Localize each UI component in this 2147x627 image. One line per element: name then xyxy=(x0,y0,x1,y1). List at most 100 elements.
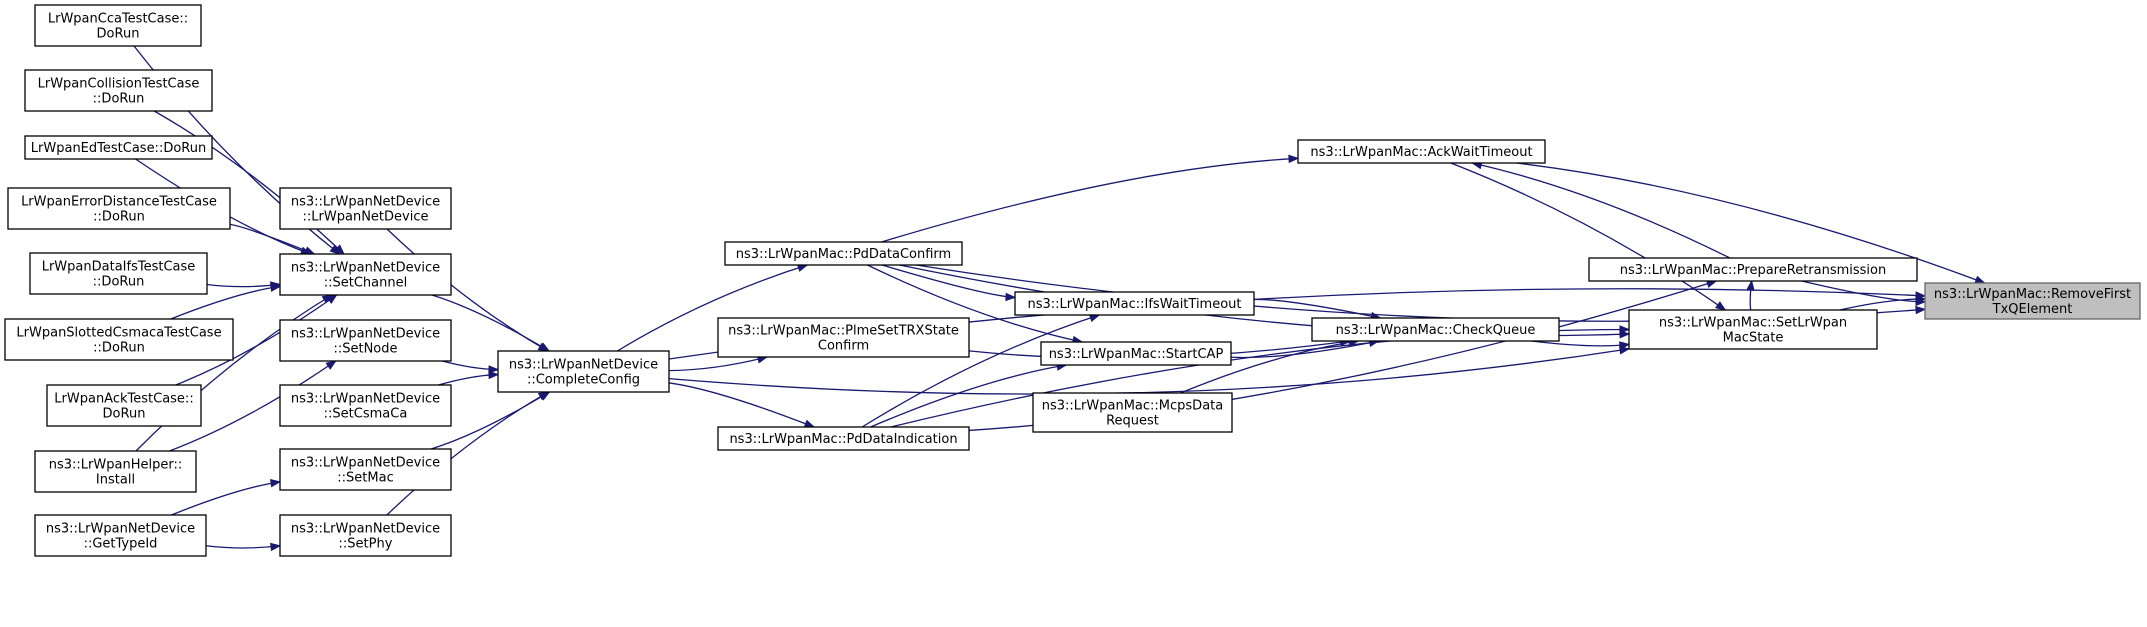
node-label: LrWpanSlottedCsmacaTestCase xyxy=(16,326,221,341)
node-box xyxy=(34,4,202,47)
node-ack[interactable]: LrWpanAckTestCase::DoRun xyxy=(46,384,202,427)
node-label: ::SetChannel xyxy=(324,276,407,291)
arrowhead xyxy=(303,246,316,255)
node-box xyxy=(279,187,452,230)
edge-gettypeid-to-setphy xyxy=(205,542,282,552)
node-slotted[interactable]: LrWpanSlottedCsmacaTestCase::DoRun xyxy=(4,318,234,361)
edge-line xyxy=(1253,298,1381,319)
arrowhead xyxy=(1915,291,1927,300)
node-startcap[interactable]: ns3::LrWpanMac::StartCAP xyxy=(1040,341,1232,366)
node-label: ns3::LrWpanNetDevice xyxy=(291,392,440,407)
node-ackwait[interactable]: ns3::LrWpanMac::AckWaitTimeout xyxy=(1297,139,1546,164)
node-label: ns3::LrWpanMac::CheckQueue xyxy=(1336,323,1536,338)
node-box xyxy=(497,350,670,393)
node-collision[interactable]: LrWpanCollisionTestCase::DoRun xyxy=(24,69,213,112)
node-ed[interactable]: LrWpanEdTestCase::DoRun xyxy=(24,135,213,160)
node-label: ::GetTypeId xyxy=(84,537,158,552)
node-label: ns3::LrWpanMac::PdDataConfirm xyxy=(736,247,951,262)
node-helper[interactable]: ns3::LrWpanHelper::Install xyxy=(34,450,197,493)
edge-setstate-to-prepretx xyxy=(1746,279,1755,311)
node-ndctor[interactable]: ns3::LrWpanNetDevice::LrWpanNetDevice xyxy=(279,187,452,230)
node-box xyxy=(724,241,963,266)
node-box xyxy=(717,426,970,451)
node-label: ns3::LrWpanNetDevice xyxy=(291,456,440,471)
arrowhead xyxy=(1974,275,1986,284)
node-setchannel[interactable]: ns3::LrWpanNetDevice::SetChannel xyxy=(279,253,452,296)
node-setnode[interactable]: ns3::LrWpanNetDevice::SetNode xyxy=(279,319,452,362)
edge-collision-to-setchannel xyxy=(153,110,345,255)
edge-line xyxy=(668,356,768,372)
node-label: ::LrWpanNetDevice xyxy=(303,210,429,225)
node-box xyxy=(279,448,452,491)
node-setcsmaca[interactable]: ns3::LrWpanNetDevice::SetCsmaCa xyxy=(279,384,452,427)
node-label: Install xyxy=(96,473,135,488)
node-setmac[interactable]: ns3::LrWpanNetDevice::SetMac xyxy=(279,448,452,491)
node-setphy[interactable]: ns3::LrWpanNetDevice::SetPhy xyxy=(279,514,452,557)
edge-pddataconf-to-ifswait xyxy=(881,264,1017,302)
arrowhead xyxy=(325,360,337,370)
node-completecfg[interactable]: ns3::LrWpanNetDevice::CompleteConfig xyxy=(497,350,670,393)
node-label: LrWpanEdTestCase::DoRun xyxy=(31,141,206,156)
arrowhead xyxy=(1005,292,1017,302)
edge-line xyxy=(890,328,1630,428)
node-checkq[interactable]: ns3::LrWpanMac::CheckQueue xyxy=(1311,317,1560,342)
node-pddataconf[interactable]: ns3::LrWpanMac::PdDataConfirm xyxy=(724,241,963,266)
edge-checkq-to-setstate xyxy=(1531,340,1631,350)
arrowhead xyxy=(1618,346,1631,355)
edge-completecfg-to-setstate xyxy=(668,346,1631,395)
edge-line xyxy=(386,391,549,516)
node-ifswait[interactable]: ns3::LrWpanMac::IfsWaitTimeout xyxy=(1014,291,1255,316)
node-box xyxy=(1014,291,1255,316)
node-label: ::DoRun xyxy=(93,92,145,107)
node-label: DoRun xyxy=(103,407,146,422)
node-label: Confirm xyxy=(818,339,869,354)
node-box xyxy=(717,317,970,358)
edge-line xyxy=(135,294,333,452)
edge-line xyxy=(616,264,808,352)
arrowhead xyxy=(488,370,500,380)
edge-line xyxy=(867,264,1083,343)
edge-ackwait-to-setstate xyxy=(1450,162,1727,311)
node-label: ::CompleteConfig xyxy=(527,373,640,388)
node-label: ns3::LrWpanNetDevice xyxy=(291,522,440,537)
arrowhead xyxy=(1619,325,1631,334)
arrowhead xyxy=(537,391,550,401)
node-box xyxy=(29,252,208,295)
edge-setphy-to-completecfg xyxy=(386,391,550,516)
edge-setchannel-to-completecfg xyxy=(431,294,551,352)
node-label: MacState xyxy=(1723,331,1784,346)
arrowhead xyxy=(321,294,334,304)
edge-line xyxy=(431,294,550,352)
node-label: ns3::LrWpanNetDevice xyxy=(46,522,195,537)
edge-helper-to-setnode xyxy=(169,360,337,452)
node-box xyxy=(279,514,452,557)
node-pddataind[interactable]: ns3::LrWpanMac::PdDataIndication xyxy=(717,426,970,451)
arrowhead xyxy=(270,542,282,552)
node-cca[interactable]: LrWpanCcaTestCase::DoRun xyxy=(34,4,202,47)
arrowhead xyxy=(538,342,551,352)
node-box xyxy=(279,319,452,362)
nodes-layer: ns3::LrWpanMac::RemoveFirstTxQElementns3… xyxy=(4,4,2141,557)
arrowhead xyxy=(334,244,345,255)
node-label: ::DoRun xyxy=(93,341,145,356)
node-dataifs[interactable]: LrWpanDataIfsTestCase::DoRun xyxy=(29,252,208,295)
arrowhead xyxy=(269,479,282,488)
edge-line xyxy=(205,545,281,549)
edge-completecfg-to-pddataconf xyxy=(616,263,809,352)
edge-setcsmaca-to-completecfg xyxy=(438,370,500,386)
node-gettypeid[interactable]: ns3::LrWpanNetDevice::GetTypeId xyxy=(34,514,207,557)
node-label: ns3::LrWpanNetDevice xyxy=(291,261,440,276)
node-box xyxy=(279,253,452,296)
node-label: ns3::LrWpanMac::PlmeSetTRXState xyxy=(728,324,959,339)
arrowhead xyxy=(1915,305,1927,315)
edge-ifswait-to-checkq xyxy=(1253,298,1382,321)
node-label: ns3::LrWpanMac::RemoveFirst xyxy=(1934,287,2131,302)
node-prepretx[interactable]: ns3::LrWpanMac::PrepareRetransmission xyxy=(1588,257,1918,282)
node-errdist[interactable]: LrWpanErrorDistanceTestCase::DoRun xyxy=(7,187,231,230)
node-box xyxy=(7,187,231,230)
